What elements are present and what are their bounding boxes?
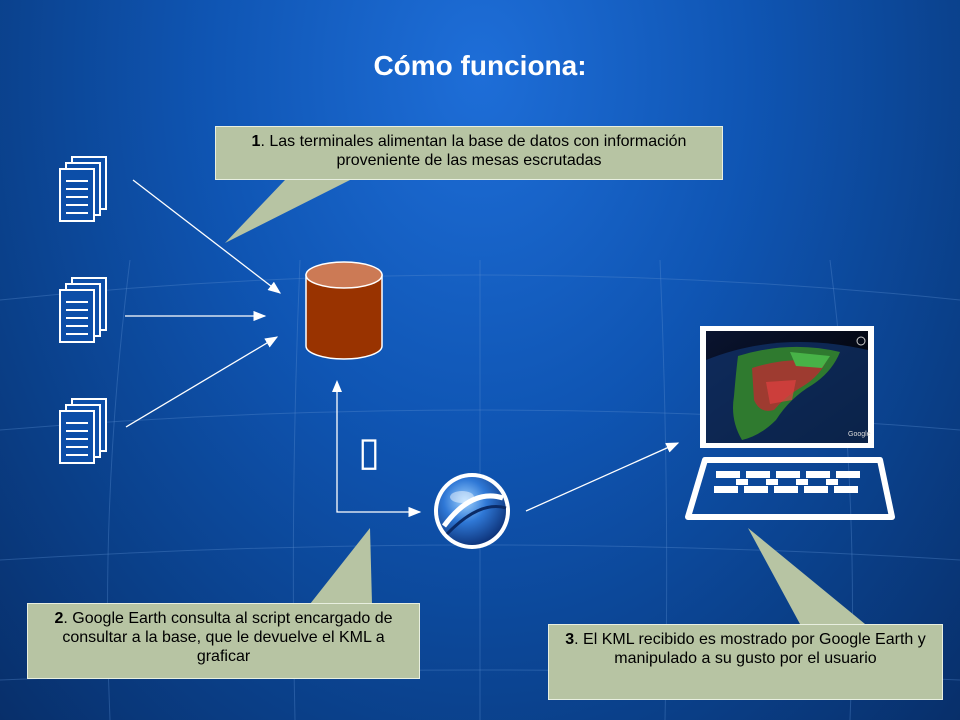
callout-2: 2. Google Earth consulta al script encar…: [27, 603, 420, 679]
connector-db-earth: [336, 384, 422, 518]
callout-1-pointer: [225, 180, 350, 243]
database-icon: [305, 261, 383, 360]
arrow-doc3-to-db: [125, 336, 279, 428]
arrow-doc1-to-db: [132, 179, 282, 294]
callout-3-number: 3: [565, 631, 575, 648]
slide-title: Cómo funciona:: [373, 50, 587, 81]
callout-1: 1. Las terminales alimentan la base de d…: [215, 126, 723, 180]
callout-2-number: 2: [54, 610, 64, 627]
callout-3-pointer: [748, 528, 865, 624]
laptop-icon: Google: [685, 326, 895, 520]
callout-2-text: . Google Earth consulta al script encarg…: [62, 610, 393, 665]
callout-2-pointer: [310, 528, 372, 604]
connector-arrowhead-up: [332, 380, 342, 392]
callout-1-text: . Las terminales alimentan la base de da…: [260, 133, 687, 169]
callout-1-number: 1: [251, 133, 261, 150]
callout-3: 3. El KML recibido es mostrado por Googl…: [548, 624, 943, 700]
document-stack-icon: [59, 277, 107, 343]
placeholder-glyph: ▯: [357, 430, 380, 474]
document-stack-icon: [59, 156, 107, 222]
svg-text:Google: Google: [848, 431, 871, 438]
google-earth-icon: [434, 473, 510, 549]
document-stack-icon: [59, 398, 107, 464]
callout-3-text: . El KML recibido es mostrado por Google…: [574, 631, 926, 667]
map-screen-image: Google: [706, 336, 871, 443]
arrow-earth-to-laptop: [525, 442, 680, 512]
